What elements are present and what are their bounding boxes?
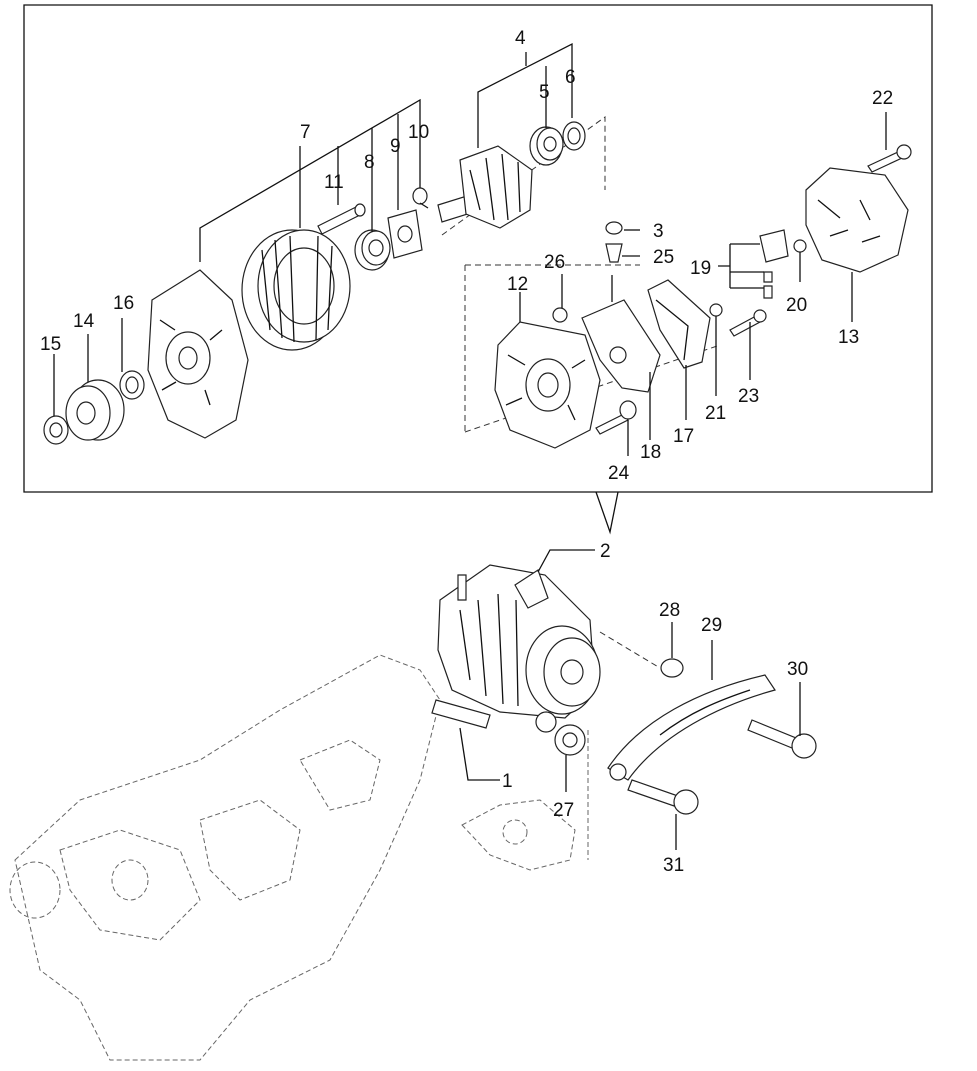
callout-1: 1 [502, 771, 513, 792]
pivot-bolt [627, 779, 699, 815]
leader-lines [53, 42, 887, 850]
rectifier-bolt-nut [552, 307, 568, 323]
callout-17: 17 [673, 426, 694, 447]
brush-holder-screw [793, 239, 807, 253]
callout-25: 25 [653, 247, 674, 268]
engine-block-ghost [9, 654, 441, 1061]
callout-24: 24 [608, 463, 630, 484]
callout-11: 11 [324, 172, 344, 193]
retainer-screw [412, 187, 429, 209]
spacer [660, 658, 684, 678]
adjusting-bolt [747, 719, 817, 759]
water-pump-ghost [461, 730, 589, 871]
callout-31: 31 [663, 855, 684, 876]
front-bearing [354, 229, 391, 271]
rotor-group-outline [441, 116, 606, 236]
callout-30: 30 [787, 659, 808, 680]
callout-15: 15 [40, 334, 61, 355]
rear-end-cover [805, 167, 909, 273]
cover-bolt [867, 144, 912, 173]
ic-regulator [647, 279, 711, 369]
callout-28: 28 [659, 600, 680, 621]
rear-bearing [529, 126, 564, 166]
retainer-plate [387, 209, 423, 259]
callout-29: 29 [701, 615, 722, 636]
terminal-insulator [605, 243, 623, 263]
bearing-cover [562, 121, 586, 151]
callout-7: 7 [300, 122, 311, 143]
callout-20: 20 [786, 295, 807, 316]
rotor [437, 145, 533, 229]
detail-frame [23, 4, 933, 535]
callout-12: 12 [507, 274, 528, 295]
collar [119, 370, 145, 400]
mounting-stud [431, 699, 491, 729]
callout-10: 10 [408, 122, 429, 143]
callout-23: 23 [738, 386, 759, 407]
callout-22: 22 [872, 88, 893, 109]
callout-6: 6 [565, 67, 576, 88]
callout-4: 4 [515, 28, 526, 49]
regulator-bolt [729, 309, 767, 337]
pulley [65, 379, 125, 441]
mounting-nut [535, 711, 586, 756]
callout-5: 5 [539, 82, 550, 103]
rectifier-bolt [595, 400, 637, 435]
callout-21: 21 [705, 403, 726, 424]
callout-8: 8 [364, 152, 375, 173]
stator [241, 229, 351, 351]
pulley-nut [43, 415, 69, 445]
alternator-assembly [437, 564, 661, 719]
adjusting-bar [607, 674, 776, 781]
callout-labels: 1 2 3 4 5 6 7 8 9 10 11 12 13 14 15 16 1… [40, 28, 893, 876]
callout-18: 18 [640, 442, 661, 463]
callout-26: 26 [544, 252, 565, 273]
stud [317, 203, 366, 235]
terminal-nut [605, 221, 623, 235]
callout-19: 19 [690, 258, 711, 279]
callout-27: 27 [553, 800, 574, 821]
callout-14: 14 [73, 311, 95, 332]
brush-holder [759, 229, 789, 299]
rectifier [581, 275, 661, 393]
callout-3: 3 [653, 221, 664, 242]
callout-16: 16 [113, 293, 134, 314]
callout-9: 9 [390, 136, 401, 157]
regulator-screw [709, 303, 723, 317]
rectifier-end-frame [494, 321, 601, 449]
callout-2: 2 [600, 541, 611, 562]
callout-13: 13 [838, 327, 859, 348]
drive-end-frame [147, 269, 249, 439]
